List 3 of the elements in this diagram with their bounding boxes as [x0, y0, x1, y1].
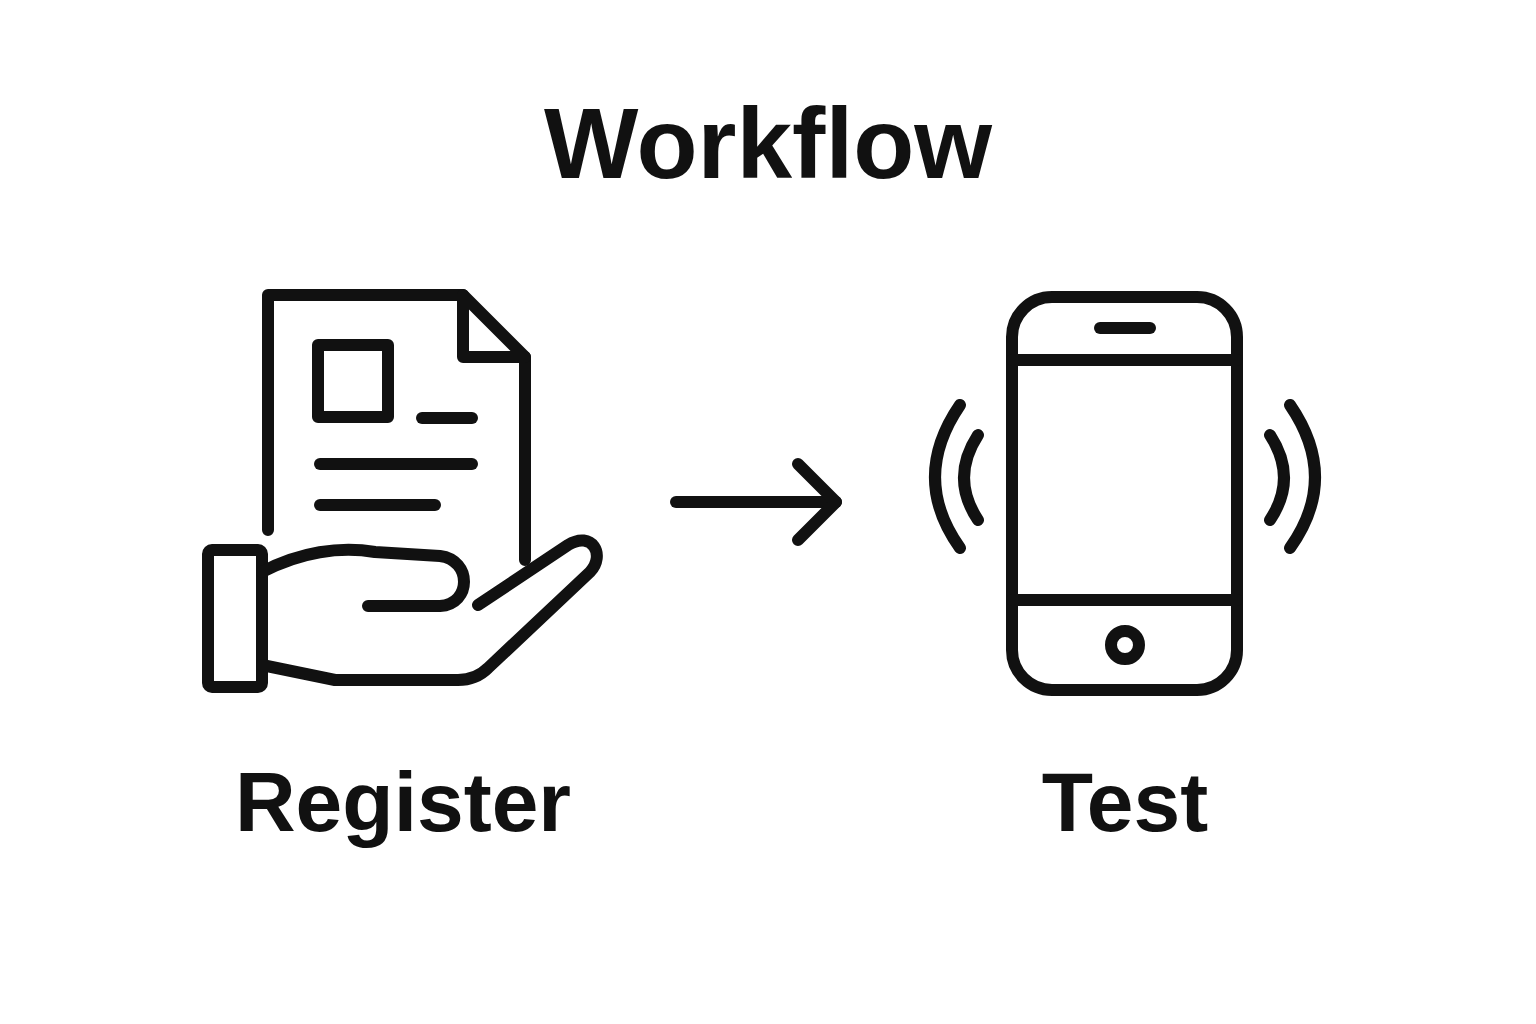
arrow: [670, 458, 842, 546]
step-label: Test: [1040, 760, 1210, 844]
title: Workflow: [542, 88, 994, 198]
